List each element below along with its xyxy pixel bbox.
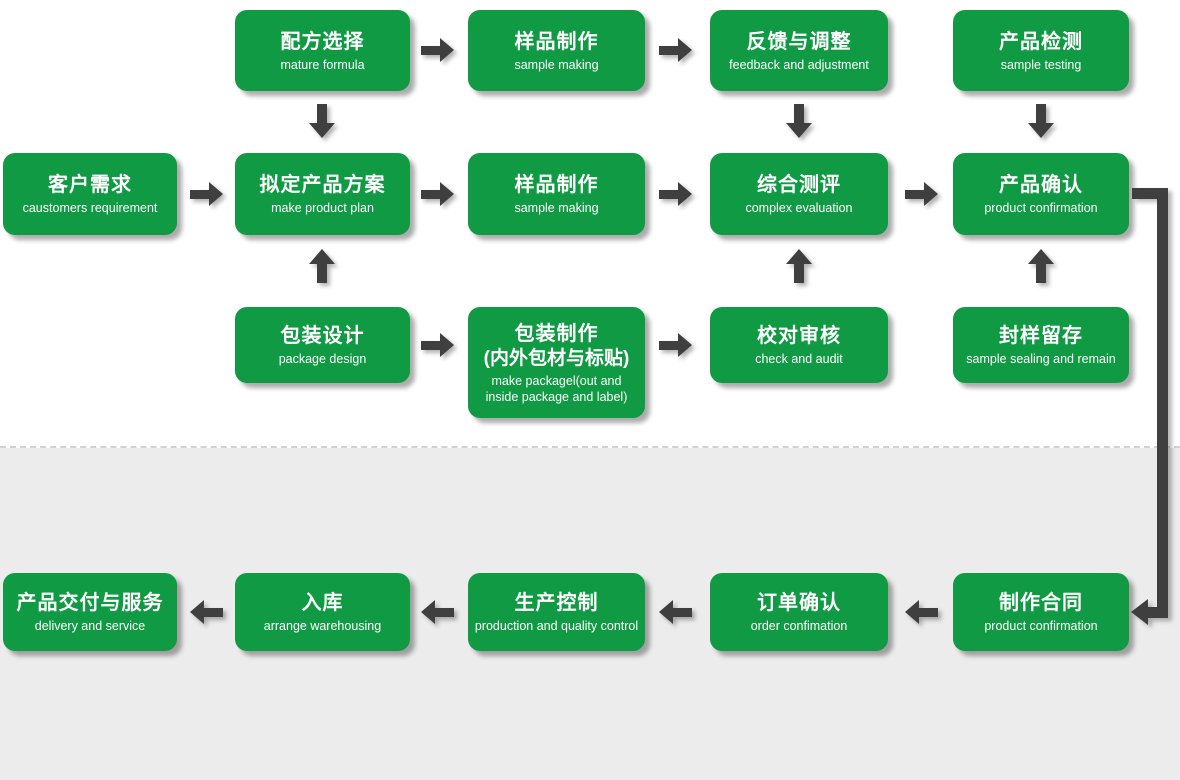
arrow-up-icon <box>786 249 812 283</box>
node-product-testing: 产品检测 sample testing <box>953 10 1129 91</box>
arrow-right-icon <box>905 182 938 206</box>
node-production-control: 生产控制 production and quality control <box>468 573 645 651</box>
node-subtitle-en: package design <box>278 352 367 366</box>
node-sample-making-top: 样品制作 sample making <box>468 10 645 91</box>
node-subtitle-en: order confimation <box>750 619 848 633</box>
arrow-down-icon <box>309 104 335 138</box>
node-subtitle-en: make packagel(out and inside package and… <box>485 373 628 404</box>
node-subtitle-en: sample testing <box>1000 57 1082 72</box>
dashed-divider <box>0 446 1180 448</box>
node-subtitle-en: sample making <box>514 57 599 72</box>
node-customer-requirement: 客户需求 caustomers requirement <box>3 153 177 235</box>
arrow-right-icon <box>659 333 692 357</box>
node-title-zh: 反馈与调整 <box>746 30 852 53</box>
node-title-zh: 客户需求 <box>48 174 132 196</box>
node-title-zh: 产品检测 <box>999 30 1083 53</box>
node-contract-making: 制作合同 product confirmation <box>953 573 1129 651</box>
connector-top-segment <box>1132 188 1168 199</box>
arrow-up-icon <box>309 249 335 283</box>
node-title-zh: 样品制作 <box>514 174 599 196</box>
node-title-zh: 拟定产品方案 <box>259 174 386 196</box>
node-subtitle-en: sample making <box>514 201 599 215</box>
arrow-left-icon <box>659 600 692 624</box>
node-subtitle-en: product confirmation <box>984 619 1098 633</box>
node-mature-formula: 配方选择 mature formula <box>235 10 410 91</box>
node-title-zh: 包装设计 <box>280 325 365 347</box>
node-title-zh: 生产控制 <box>514 592 599 614</box>
node-product-plan: 拟定产品方案 make product plan <box>235 153 410 235</box>
node-complex-evaluation: 综合测评 complex evaluation <box>710 153 888 235</box>
node-subtitle-en: feedback and adjustment <box>729 57 869 72</box>
node-subtitle-en: sample sealing and remain <box>966 352 1116 366</box>
node-check-audit: 校对审核 check and audit <box>710 307 888 383</box>
arrow-right-icon <box>421 38 454 62</box>
arrow-left-icon <box>190 600 223 624</box>
node-subtitle-en: make product plan <box>271 201 374 215</box>
node-title-zh: 产品交付与服务 <box>16 592 164 614</box>
node-sample-sealing: 封样留存 sample sealing and remain <box>953 307 1129 383</box>
node-title-zh: 综合测评 <box>757 174 841 196</box>
arrow-right-icon <box>421 333 454 357</box>
node-package-design: 包装设计 package design <box>235 307 410 383</box>
node-subtitle-en: mature formula <box>280 57 365 72</box>
arrow-down-icon <box>786 104 812 138</box>
arrow-up-icon <box>1028 249 1054 283</box>
node-delivery-service: 产品交付与服务 delivery and service <box>3 573 177 651</box>
node-product-confirmation: 产品确认 product confirmation <box>953 153 1129 235</box>
arrow-right-icon <box>659 38 692 62</box>
arrow-right-icon <box>421 182 454 206</box>
node-subtitle-en: check and audit <box>755 352 843 366</box>
node-subtitle-en: complex evaluation <box>745 201 853 215</box>
node-subtitle-en: arrange warehousing <box>263 619 382 633</box>
arrow-down-icon <box>1028 104 1054 138</box>
node-title2-zh: (内外包材与标贴) <box>483 347 630 369</box>
arrow-left-icon <box>421 600 454 624</box>
node-feedback-adjustment: 反馈与调整 feedback and adjustment <box>710 10 888 91</box>
node-title-zh: 样品制作 <box>514 30 599 53</box>
node-subtitle-en: product confirmation <box>984 201 1098 215</box>
node-title-zh: 校对审核 <box>757 325 841 347</box>
node-title-zh: 制作合同 <box>999 592 1083 614</box>
arrow-right-icon <box>190 182 223 206</box>
node-subtitle-en: delivery and service <box>34 619 146 633</box>
node-title-zh: 入库 <box>301 592 344 614</box>
node-title-zh: 包装制作 <box>514 322 599 345</box>
node-order-confirmation: 订单确认 order confimation <box>710 573 888 651</box>
arrow-left-icon <box>905 600 938 624</box>
node-package-making: 包装制作 (内外包材与标贴) make packagel(out and ins… <box>468 307 645 418</box>
node-title-zh: 配方选择 <box>280 30 365 53</box>
arrow-right-icon <box>659 182 692 206</box>
node-subtitle-en: caustomers requirement <box>22 201 158 215</box>
node-title-zh: 封样留存 <box>999 325 1083 347</box>
node-title-zh: 产品确认 <box>999 174 1083 196</box>
node-title-zh: 订单确认 <box>757 592 841 614</box>
node-sample-making-middle: 样品制作 sample making <box>468 153 645 235</box>
node-subtitle-en: production and quality control <box>474 619 639 633</box>
node-warehousing: 入库 arrange warehousing <box>235 573 410 651</box>
